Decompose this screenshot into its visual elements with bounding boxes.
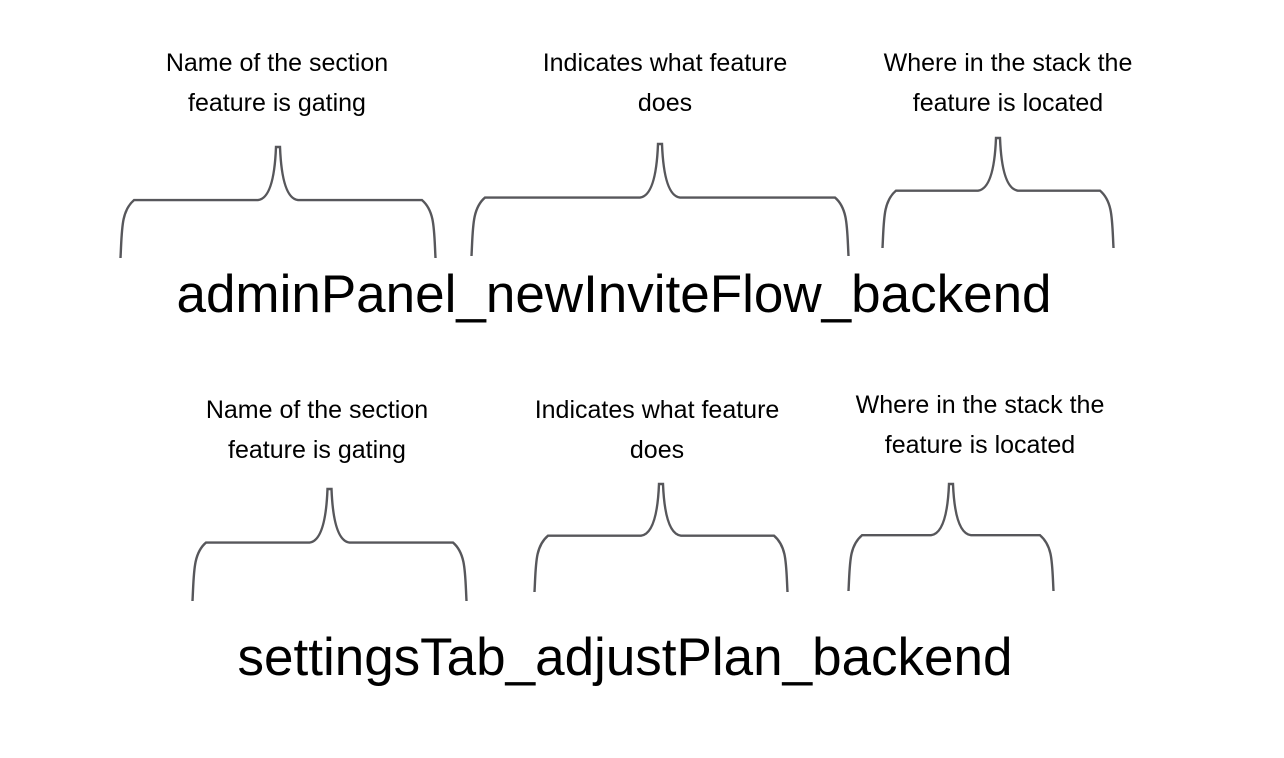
annotation-line: Where in the stack the [855,391,1105,419]
annotation-stack-location-2: Where in the stack the feature is locate… [856,385,1105,465]
annotation-feature-purpose-1: Indicates what feature does [543,43,788,123]
annotation-line: Name of the section [205,396,429,424]
curly-brace-stack-2 [847,482,1055,591]
annotation-line: feature is gating [228,436,406,464]
annotation-line: Name of the section [165,49,389,77]
annotation-section-name-1: Name of the section feature is gating [166,43,388,123]
annotation-line: feature is located [884,431,1076,459]
annotation-line: does [637,89,693,117]
flag-name-example-2: settingsTab_adjustPlan_backend [237,628,1013,687]
annotation-line: Where in the stack the [883,49,1133,77]
curly-brace-section-1 [119,145,437,258]
curly-brace-stack-1 [881,136,1115,248]
curly-brace-feature-2 [533,482,789,592]
annotation-line: feature is gating [188,89,366,117]
annotation-line: Indicates what feature [534,396,780,424]
annotation-line: feature is located [912,89,1104,117]
curly-brace-feature-1 [470,142,850,256]
annotation-section-name-2: Name of the section feature is gating [206,390,428,470]
annotation-feature-purpose-2: Indicates what feature does [535,390,780,470]
flag-name-example-1: adminPanel_newInviteFlow_backend [176,265,1052,324]
annotation-stack-location-1: Where in the stack the feature is locate… [884,43,1133,123]
annotation-line: does [629,436,685,464]
curly-brace-section-2 [191,487,468,601]
annotation-line: Indicates what feature [542,49,788,77]
